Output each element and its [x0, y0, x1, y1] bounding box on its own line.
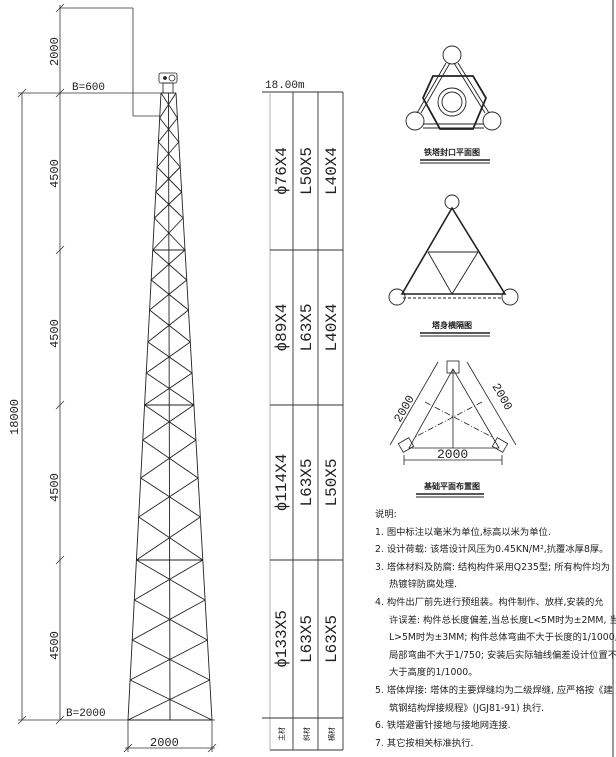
note-line: 4. 构件出厂前先进行预组装。构件制作、放样,安装的允 — [375, 596, 604, 608]
total-height-dim: 18000 — [8, 399, 22, 435]
foundation-caption: 基础平面布置图 — [423, 481, 480, 491]
note-line: 3. 塔体材料及防腐: 结构构件采用Q235型; 所有构件均为 — [375, 561, 611, 573]
member-cell: L40X4 — [323, 303, 341, 351]
dimension-lines — [17, 3, 217, 753]
top-plan-detail — [405, 45, 502, 131]
note-line: 筑钢结构焊接规程》(JGJ81-91) 执行. — [389, 702, 545, 714]
note-line: L>5M时为±3MM; 构件总体弯曲不大于长度的1/1000, — [389, 632, 616, 644]
top-extension-dim: 2000 — [48, 37, 62, 66]
design-notes: 说明: 1. 图中标注以毫米为单位,标高以米为单位. 2. 设计荷载: 该塔设计风… — [375, 506, 616, 752]
member-cell: L50X5 — [323, 458, 341, 506]
note-line: 局部弯曲不大于1/750; 安装后实际轴线偏差设计位置不 — [389, 649, 616, 661]
note-line: 许误差: 构件总长度偏差,当总长度L<5M时为±2MM, 当 — [389, 614, 616, 626]
notes-title: 说明: — [375, 509, 397, 520]
foundation-dim-bottom: 2000 — [437, 447, 468, 462]
base-width-label: B=2000 — [66, 708, 106, 720]
note-line: 6. 铁塔避雷针接地与接地网连接. — [375, 720, 511, 732]
section-dim-3: 4500 — [48, 473, 62, 502]
note-line: 大于高度的1/1000。 — [389, 667, 478, 679]
note-line: 热镀锌防腐处理. — [389, 579, 458, 591]
section-dim-2: 4500 — [48, 319, 62, 348]
section-dim-1: 4500 — [48, 159, 62, 188]
table-column-header: 横材 — [327, 727, 337, 741]
member-cell: L40X4 — [323, 147, 341, 195]
member-cell: ϕ89X4 — [273, 303, 291, 351]
top-plan-caption: 铁塔封口平面图 — [424, 147, 480, 157]
member-cell: L63X5 — [298, 458, 316, 506]
member-cell: ϕ76X4 — [273, 147, 291, 195]
member-cell: ϕ133X5 — [273, 610, 291, 668]
member-cell: L50X5 — [298, 147, 316, 195]
note-line: 5. 塔体焊接: 塔体的主要焊缝均为二级焊缝, 应严格按《建 — [375, 684, 613, 696]
member-cell: L63X5 — [323, 615, 341, 663]
tower-elevation — [127, 92, 213, 721]
member-table — [262, 91, 344, 751]
section-dim-4: 4500 — [48, 631, 62, 660]
base-width-dim: 2000 — [150, 736, 179, 750]
member-cell: L63X5 — [298, 615, 316, 663]
top-width-label: B=600 — [72, 82, 105, 94]
note-line: 2. 设计荷载: 该塔设计风压为0.45KN/M²,抗覆冰厚8厚。 — [375, 544, 609, 556]
note-line: 7. 其它按相关标准执行. — [375, 737, 474, 749]
member-cell: L63X5 — [298, 303, 316, 351]
member-cell: ϕ114X4 — [273, 454, 291, 512]
table-column-header: 斜材 — [302, 727, 312, 741]
table-column-header: 主材 — [277, 727, 287, 741]
elevation-label: 18.00m — [265, 80, 305, 92]
foundation-dim-right: 2000 — [489, 381, 516, 413]
foundation-dim-left: 2000 — [391, 393, 418, 425]
antenna-camera-icon — [158, 72, 178, 94]
foundation-plan-detail — [389, 360, 517, 465]
diaphragm-detail — [388, 194, 519, 306]
diaphragm-caption: 塔身横隔图 — [432, 320, 472, 330]
note-line: 1. 图中标注以毫米为单位,标高以米为单位. — [375, 526, 551, 538]
